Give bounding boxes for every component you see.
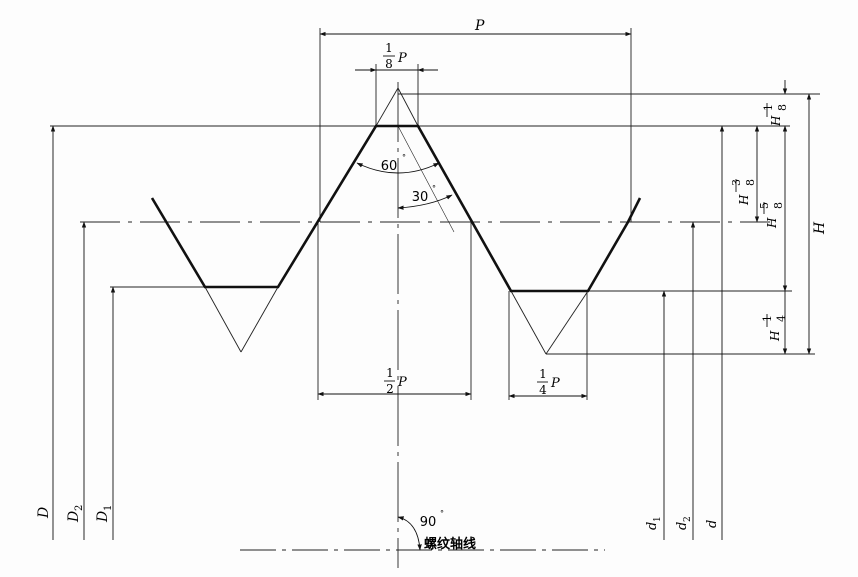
label-D2-group: D 2: [66, 505, 85, 523]
label-crest-den: 8: [385, 57, 393, 71]
label-D2-letter: D: [66, 511, 82, 523]
label-quarter-h-den: 4: [775, 315, 788, 322]
label-d1-group: d 1: [645, 516, 663, 530]
label-three-eighth-h-var: H: [737, 194, 751, 206]
label-five-eighth-h-var: H: [765, 217, 779, 229]
root-vee-left-a: [204, 286, 242, 353]
root-vee-right-a: [510, 290, 547, 355]
label-angle-60-deg: °: [402, 153, 406, 162]
label-H-group: H: [812, 221, 828, 235]
fraction-bars: [383, 55, 768, 383]
label-eighth-h-den: 8: [776, 104, 789, 111]
label-angle-30: 30: [412, 190, 429, 205]
angle-30-arc: [397, 194, 453, 210]
label-eighth-h-num: 1: [762, 104, 775, 111]
label-D1-group: D 1: [95, 505, 114, 523]
label-angle-90: 90: [420, 515, 437, 530]
label-three-eighth-h-num: 3: [730, 179, 743, 186]
angle-60-arc: [356, 162, 440, 174]
thread-profile-outline: [150, 124, 642, 293]
reference-lines: [50, 28, 820, 568]
label-half-den: 2: [386, 382, 394, 396]
label-pitch: P: [474, 18, 485, 34]
label-d: d: [705, 520, 720, 528]
label-quarter-den: 4: [539, 383, 547, 397]
label-quarter-h-group: 1 4 H: [761, 315, 788, 342]
label-five-eighth-h-group: 5 8 H: [758, 202, 785, 229]
label-D-group: D: [36, 507, 52, 519]
label-thread-axis: 螺纹轴线: [424, 536, 476, 552]
label-quarter-num: 1: [539, 367, 547, 381]
label-d1-sub: 1: [653, 516, 663, 522]
label-d1-letter: d: [645, 522, 660, 530]
label-d2-sub: 2: [683, 516, 693, 522]
label-three-eighth-h-group: 3 8 H: [730, 179, 757, 206]
label-D2-sub: 2: [74, 505, 85, 511]
label-crest-num: 1: [385, 41, 393, 55]
label-H: H: [812, 221, 828, 235]
label-angle-90-deg: °: [440, 509, 444, 518]
label-d2-group: d 2: [675, 516, 693, 530]
label-five-eighth-h-num: 5: [758, 202, 771, 209]
label-D: D: [36, 507, 52, 519]
label-angle-30-deg: °: [432, 184, 436, 193]
label-three-eighth-h-den: 8: [744, 179, 757, 186]
root-vee-left-b: [240, 286, 279, 353]
label-D1-letter: D: [95, 511, 111, 523]
label-eighth-h-group: 1 8 H: [762, 104, 789, 127]
label-d2-letter: d: [675, 522, 690, 530]
flank-guide: [397, 125, 455, 233]
label-quarter-h-num: 1: [761, 315, 774, 322]
label-D1-sub: 1: [103, 505, 114, 511]
label-half-var: P: [397, 375, 407, 390]
label-crest-var: P: [397, 51, 407, 66]
label-half-num: 1: [386, 366, 394, 380]
label-five-eighth-h-den: 8: [772, 202, 785, 209]
label-quarter-h-var: H: [768, 330, 782, 342]
root-vee-right-b: [545, 290, 589, 355]
label-eighth-h-var: H: [769, 115, 783, 127]
label-quarter-var: P: [550, 376, 560, 391]
angle-90-arc: [397, 516, 422, 551]
fundamental-triangle-left: [375, 87, 399, 127]
dimension-lines: [50, 31, 812, 551]
label-angle-60: 60: [381, 159, 398, 174]
label-d-group: d: [705, 520, 720, 528]
